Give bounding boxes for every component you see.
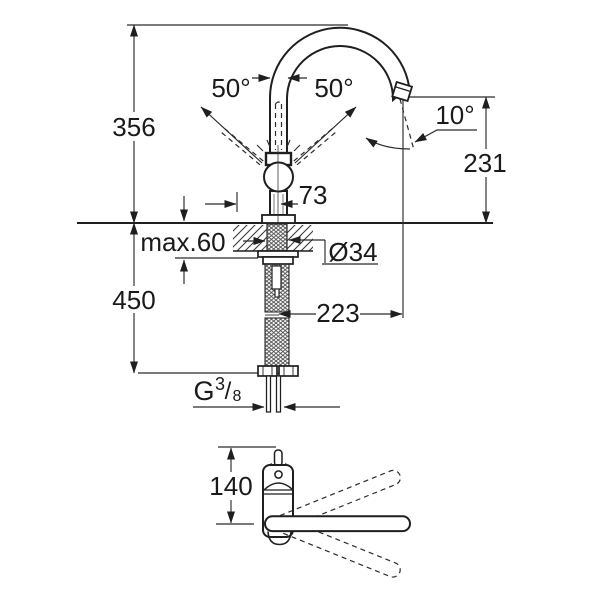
label-thread-slash: / xyxy=(225,378,232,405)
top-view: 140 xyxy=(209,446,411,578)
ball-joint xyxy=(263,161,294,193)
tv-spout-swivel-up xyxy=(279,469,401,530)
label-thread-numerator: 3 xyxy=(215,374,225,394)
tv-lever-tip xyxy=(273,449,283,467)
mounting-washer xyxy=(257,250,299,258)
counter-hatch-left xyxy=(233,225,267,251)
tv-lever-pin-hole xyxy=(274,470,283,479)
callout-hole-diameter: Ø34 xyxy=(243,236,378,267)
tv-spout-swivel-down xyxy=(279,517,401,578)
mounting-stud-slot xyxy=(271,265,282,290)
mousseur-seam xyxy=(395,86,411,93)
label-swivel-left: 50° xyxy=(211,73,250,103)
label-thread-g: G xyxy=(193,376,214,406)
tv-dome-arc xyxy=(263,482,294,491)
label-thread-denominator: 8 xyxy=(233,388,242,405)
front-view: 50° 50° 10° 356 450 231 xyxy=(77,24,507,413)
label-outlet-angle: 10° xyxy=(435,100,474,130)
dimension-lever-offset: 73 xyxy=(205,180,327,210)
angle-10-leader xyxy=(414,129,477,143)
outlet-angle: 10° xyxy=(365,98,477,151)
dimension-deck-thickness: max.60 xyxy=(140,196,226,284)
dimension-outlet-height: 231 xyxy=(463,96,507,224)
dimension-spout-reach: 223 xyxy=(278,298,403,328)
label-deck-thickness: max.60 xyxy=(140,227,225,257)
spout-outlet xyxy=(391,80,414,103)
label-height-above: 356 xyxy=(112,112,155,142)
angle-leader-right xyxy=(294,106,357,164)
angle-leader-left xyxy=(200,106,263,164)
label-spout-reach: 223 xyxy=(316,298,359,328)
lever-hidden-cap xyxy=(275,101,282,105)
label-height-below: 450 xyxy=(112,285,155,315)
base-flange xyxy=(261,214,296,224)
threaded-shank xyxy=(266,223,288,252)
tv-spout xyxy=(264,515,411,533)
tv-dome-chords xyxy=(264,489,293,495)
mounting-nut xyxy=(262,256,294,265)
lower-column xyxy=(269,190,288,216)
lever-right-edge2 xyxy=(296,132,336,166)
lever-left-edge2 xyxy=(221,132,261,166)
dia-leader-step xyxy=(322,240,378,265)
label-outlet-height: 231 xyxy=(463,148,506,178)
hose-bundle-lower xyxy=(264,317,290,367)
mounting-stud-pin xyxy=(274,288,280,298)
dimension-heights: 356 450 xyxy=(112,24,156,374)
hex-facet-lines xyxy=(262,366,294,376)
counter-hatch-right xyxy=(287,225,313,251)
lever-swing: 50° 50° xyxy=(200,73,357,166)
hex-fitting-right xyxy=(278,365,299,377)
reference-lines xyxy=(77,24,495,374)
stream-line xyxy=(399,98,415,151)
label-hole-diameter: Ø34 xyxy=(328,237,377,267)
ball-rim-ticks xyxy=(256,139,301,152)
hose-tail-right xyxy=(275,375,282,413)
label-swivel-right: 50° xyxy=(314,73,353,103)
label-top-view-depth: 140 xyxy=(209,471,252,501)
supply-assembly xyxy=(257,223,299,413)
swivel-arc-arrow xyxy=(365,137,411,150)
faucet-body xyxy=(261,26,414,224)
tv-base-arc xyxy=(267,531,292,546)
callout-thread: G 3 / 8 xyxy=(193,374,340,411)
hose-tail-left xyxy=(265,375,272,413)
label-lever-offset: 73 xyxy=(299,180,328,210)
hex-fitting-left xyxy=(257,365,278,377)
